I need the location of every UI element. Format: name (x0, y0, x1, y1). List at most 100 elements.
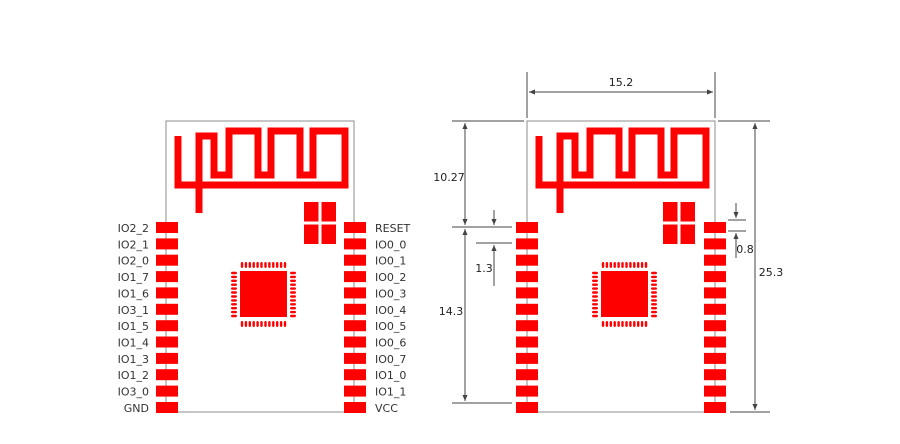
ic-lead (592, 314, 598, 318)
pin-label: IO1_4 (118, 337, 149, 350)
ic-lead (651, 303, 657, 306)
ic-lead (605, 321, 609, 327)
ic-lead (592, 299, 598, 302)
ic-lead (231, 307, 237, 310)
left-pad-column-dim (516, 222, 538, 413)
ic-lead (264, 262, 267, 268)
ic-lead (290, 303, 296, 306)
ic-lead (290, 271, 296, 275)
pin-pad (344, 352, 366, 364)
pin-pad (156, 271, 178, 283)
pin-pad (344, 222, 366, 233)
ic-lead (640, 321, 644, 327)
ic-lead (617, 321, 620, 327)
ic-lead (637, 262, 640, 268)
ic-lead (290, 283, 296, 286)
pin-pad (156, 303, 178, 315)
pin-pad (156, 369, 178, 381)
ic-lead (290, 299, 296, 302)
ic-lead (256, 262, 259, 268)
pin-label: IO0_5 (375, 320, 406, 333)
pin-pad (704, 303, 726, 315)
pin-pitch-value: 1.3 (475, 262, 493, 275)
ic-lead (633, 321, 636, 327)
ic-lead (651, 314, 657, 318)
width-value: 15.2 (609, 76, 634, 89)
ic-chip-dim (601, 271, 648, 317)
ic-lead (651, 279, 657, 282)
left-pad-column (156, 222, 178, 413)
ic-lead (231, 271, 237, 275)
ic-lead (290, 310, 296, 314)
ic-lead (651, 295, 657, 298)
ic-lead (231, 314, 237, 318)
pin-label: IO2_1 (118, 238, 149, 251)
ic-lead (633, 262, 636, 268)
ic-lead (260, 321, 263, 327)
ic-lead (272, 262, 275, 268)
ic-lead (592, 279, 598, 282)
ic-lead (283, 321, 287, 327)
pin-pad (704, 271, 726, 283)
ic-lead (617, 262, 620, 268)
pin-pad (516, 303, 538, 315)
pin-pad (344, 271, 366, 283)
ic-pin-row-dim (592, 262, 657, 327)
ic-lead (276, 262, 279, 268)
ic-lead (279, 321, 283, 327)
ic-lead (592, 291, 598, 294)
ic-lead (601, 262, 605, 268)
ic-lead (268, 321, 271, 327)
pin-pad (156, 287, 178, 299)
ic-lead (651, 307, 657, 310)
pin-pad (156, 336, 178, 348)
pin-pad (516, 238, 538, 250)
ic-chip (240, 271, 287, 317)
pin-label: IO0_0 (375, 238, 406, 251)
ic-lead (252, 262, 255, 268)
ic-lead (276, 321, 279, 327)
pin-pad (516, 271, 538, 283)
ic-lead (290, 287, 296, 290)
pin-pad (344, 303, 366, 315)
ic-lead (651, 287, 657, 290)
pin-label: VCC (375, 402, 398, 415)
pin-label: IO1_0 (375, 369, 406, 382)
pin-label: IO1_1 (375, 386, 406, 399)
ic-lead (613, 321, 616, 327)
left-pin-labels: IO2_2IO2_1IO2_0IO1_7IO1_6IO3_1IO1_5IO1_4… (118, 222, 149, 415)
ic-lead (601, 321, 605, 327)
pin-pad (344, 320, 366, 332)
pin-pad (516, 320, 538, 332)
ic-lead (290, 291, 296, 294)
pin-pad (156, 385, 178, 397)
module-outline-dim (526, 120, 716, 413)
ic-lead (640, 262, 644, 268)
ic-lead (651, 310, 657, 314)
ic-lead (240, 321, 244, 327)
ic-lead (268, 262, 271, 268)
ic-lead (651, 275, 657, 279)
ic-lead (592, 310, 598, 314)
pin-pad (516, 254, 538, 266)
pin-pad (344, 402, 366, 413)
ic-lead (231, 291, 237, 294)
pin-pad (704, 287, 726, 299)
ic-lead (264, 321, 267, 327)
pin-label: IO0_2 (375, 271, 406, 284)
pin-label: IO1_6 (118, 287, 149, 300)
pin-pad (704, 320, 726, 332)
ic-lead (644, 262, 648, 268)
ic-lead (629, 262, 632, 268)
module-outline (165, 120, 355, 413)
ic-lead (592, 295, 598, 298)
ic-lead (592, 271, 598, 275)
pin-label: IO1_5 (118, 320, 149, 333)
pin-label: IO0_3 (375, 287, 406, 300)
ic-lead (637, 321, 640, 327)
ic-lead (240, 262, 244, 268)
ic-lead (272, 321, 275, 327)
pin-pad (704, 385, 726, 397)
pin-span-value: 14.3 (439, 305, 464, 318)
ic-lead (290, 314, 296, 318)
